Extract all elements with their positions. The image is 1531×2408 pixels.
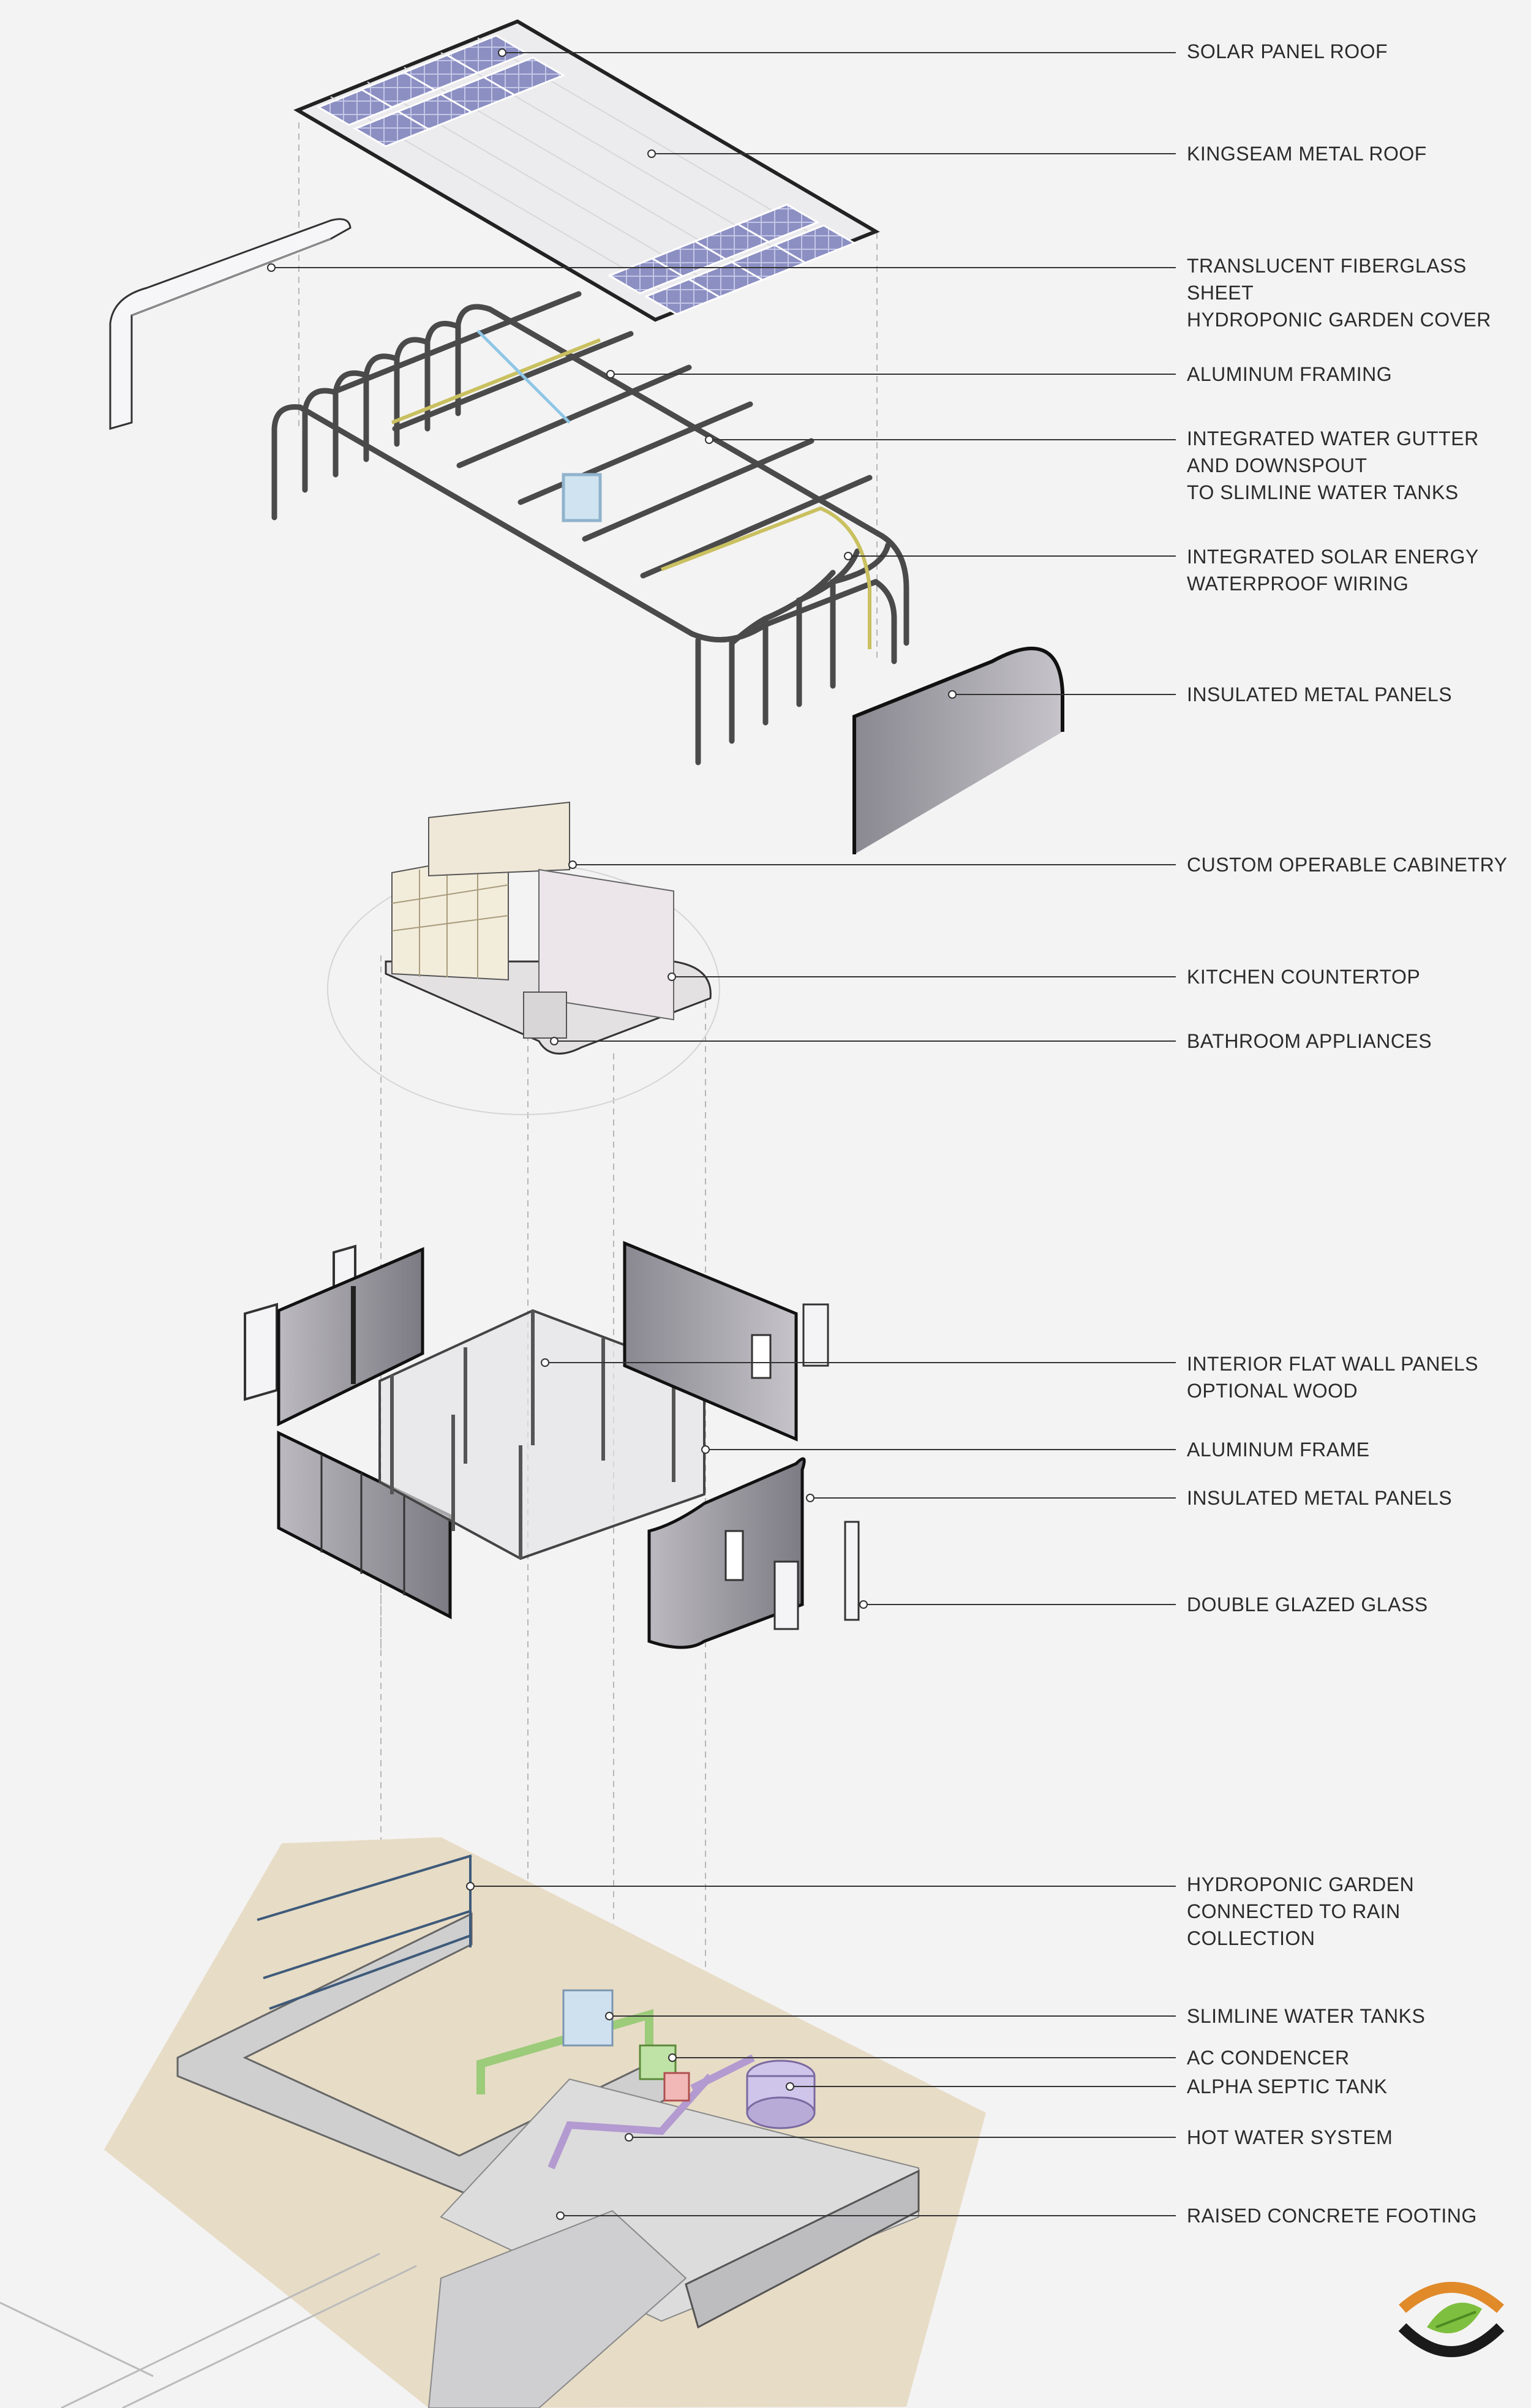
- label-integrated-solar-wiring: INTEGRATED SOLAR ENERGY WATERPROOF WIRIN…: [1187, 546, 1479, 595]
- kingseam-metal-roof-shape: [293, 19, 880, 322]
- label-hot-water-system: HOT WATER SYSTEM: [1187, 2126, 1393, 2148]
- label-aluminum-frame: ALUMINUM FRAME: [1187, 1439, 1370, 1461]
- eye-leaf-logo-icon: [1398, 2282, 1505, 2357]
- aluminum-framing-shape: [271, 291, 909, 766]
- solar-panels: [316, 34, 857, 315]
- alignment-lines: [298, 122, 878, 2107]
- label-insulated-metal-panels-roof: INSULATED METAL PANELS: [1187, 683, 1453, 705]
- cabinetry-module: [327, 801, 720, 1115]
- leader-lines: [267, 48, 1176, 2220]
- mep-systems: [476, 1989, 816, 2170]
- label-alpha-septic-tank: ALPHA SEPTIC TANK: [1187, 2075, 1388, 2098]
- label-aluminum-framing: ALUMINUM FRAMING: [1187, 363, 1393, 385]
- label-kingseam-metal-roof: KINGSEAM METAL ROOF: [1187, 143, 1427, 165]
- insulated-metal-panel-curved: [852, 646, 1064, 854]
- fiberglass-sheet-shape: [109, 218, 352, 430]
- label-hydroponic-garden: HYDROPONIC GARDEN CONNECTED TO RAIN COLL…: [1187, 1873, 1415, 1949]
- label-integrated-water-gutter: INTEGRATED WATER GUTTER AND DOWNSPOUT TO…: [1187, 427, 1479, 503]
- label-double-glazed-glass: DOUBLE GLAZED GLASS: [1187, 1593, 1428, 1616]
- label-solar-panel-roof: SOLAR PANEL ROOF: [1187, 40, 1388, 62]
- label-ac-condencer: AC CONDENCER: [1187, 2047, 1350, 2069]
- foundation-base: [0, 1837, 986, 2408]
- solar-wiring-line: [476, 329, 602, 522]
- hydroponic-garden-shape: [257, 1854, 472, 2010]
- label-bathroom-appliances: BATHROOM APPLIANCES: [1187, 1030, 1432, 1052]
- label-insulated-metal-panels-walls: INSULATED METAL PANELS: [1187, 1487, 1453, 1509]
- label-custom-operable-cabinetry: CUSTOM OPERABLE CABINETRY: [1187, 854, 1508, 876]
- label-kitchen-countertop: KITCHEN COUNTERTOP: [1187, 966, 1421, 988]
- label-interior-flat-wall-panels: INTERIOR FLAT WALL PANELS OPTIONAL WOOD: [1187, 1353, 1479, 1402]
- label-slimline-water-tanks: SLIMLINE WATER TANKS: [1187, 2005, 1426, 2027]
- label-translucent-fiberglass-sheet: TRANSLUCENT FIBERGLASS SHEET HYDROPONIC …: [1187, 255, 1491, 331]
- label-raised-concrete-footing: RAISED CONCRETE FOOTING: [1187, 2205, 1477, 2227]
- wall-assembly: [244, 1241, 860, 1649]
- water-gutter-line: [391, 338, 871, 649]
